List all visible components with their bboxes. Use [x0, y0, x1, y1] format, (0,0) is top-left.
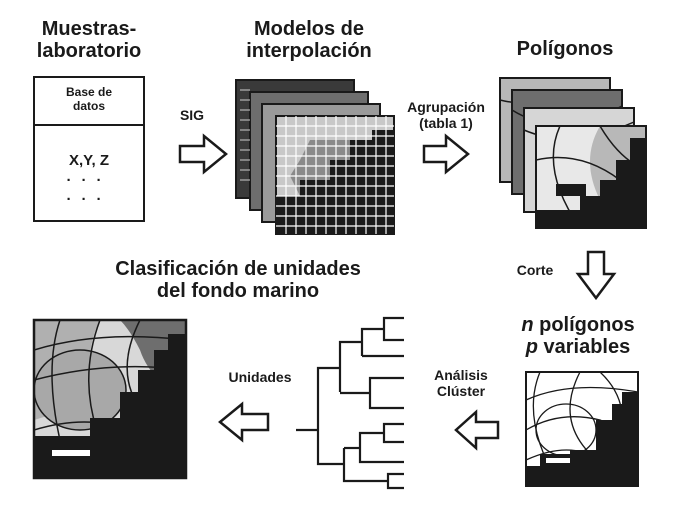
unidades-label: Unidades: [228, 369, 292, 385]
map-icon: [526, 372, 638, 486]
agrupacion-label-line2: (tabla 1): [419, 114, 473, 131]
muestras-title-line1: Muestras-: [41, 18, 137, 40]
left-arrow-icon: [218, 401, 270, 443]
polygon-stack-icon: [499, 77, 647, 229]
classified-map-frame: [32, 318, 188, 480]
database-header: Base de datos: [35, 78, 143, 126]
n-letter: n: [521, 314, 534, 336]
analisis-label: Análisis Clúster: [418, 367, 504, 399]
dots-row-1: ···: [66, 172, 112, 189]
modelos-title-line1: Modelos de: [253, 18, 364, 40]
clasificacion-title-line2: del fondo marino: [156, 280, 320, 303]
left-arrow-icon: [454, 409, 500, 451]
poligonos-title: Polígonos: [516, 38, 614, 60]
muestras-title-line2: laboratorio: [36, 40, 142, 63]
grid-stack-icon: [235, 79, 395, 235]
database-box: Base de datos X,Y, Z ··· ···: [33, 76, 145, 222]
modelos-title-line2: interpolación: [246, 40, 372, 63]
down-arrow-icon: [575, 250, 617, 301]
p-letter: p: [525, 336, 538, 359]
n-poligonos-title: n polígonos p variables: [498, 314, 658, 359]
right-arrow-icon: [422, 133, 470, 175]
classified-map: [34, 320, 186, 478]
right-arrow-icon: [178, 133, 228, 175]
map-frame: [525, 371, 639, 487]
corte-label: Corte: [516, 262, 554, 278]
grid-layer-front: [240, 89, 395, 235]
xyz-label: X,Y, Z: [68, 152, 109, 169]
analisis-label-line1: Análisis: [434, 367, 488, 383]
sig-label: SIG: [179, 107, 205, 123]
p-variables-line: p variables: [498, 336, 658, 358]
database-header-line2: datos: [72, 98, 105, 113]
agrupacion-label: Agrupación (tabla 1): [386, 99, 506, 131]
database-header-line1: Base de: [65, 85, 113, 99]
muestras-title: Muestras- laboratorio: [22, 18, 156, 63]
modelos-title: Modelos de interpolación: [224, 18, 394, 63]
p-rest: variables: [537, 336, 631, 359]
dendrogram-icon: [296, 316, 404, 490]
n-rest: polígonos: [533, 314, 635, 336]
clasificacion-title: Clasificación de unidades del fondo mari…: [68, 258, 408, 303]
clasificacion-title-line1: Clasificación de unidades: [115, 258, 361, 280]
analisis-label-line2: Clúster: [436, 382, 486, 399]
dots-row-2: ···: [66, 191, 112, 208]
n-poligonos-line: n polígonos: [498, 314, 658, 336]
agrupacion-label-line1: Agrupación: [407, 99, 485, 115]
